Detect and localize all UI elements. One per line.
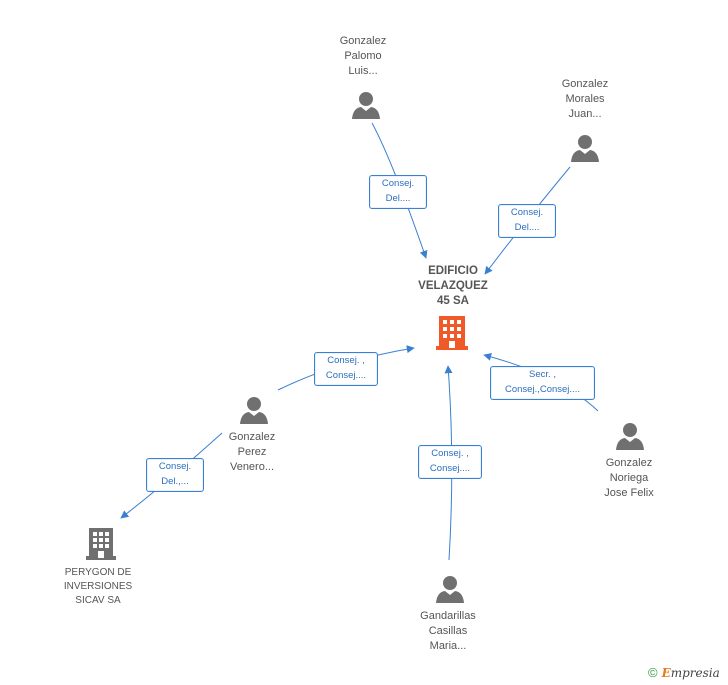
person-icon-p5[interactable] [435,574,465,604]
person-label-p1: Gonzalez Palomo Luis... [339,35,387,77]
edge-label-e4[interactable]: Secr. , Consej.,Consej.... [490,366,595,400]
edge-label-e2[interactable]: Consej. Del.... [498,204,556,238]
person-label-p2: Gonzalez Morales Juan... [561,78,609,120]
edge-label-e5[interactable]: Consej. , Consej.... [418,445,482,479]
person-icon-p4[interactable] [615,421,645,451]
center-company-label: EDIFICIO VELAZQUEZ 45 SA [418,265,488,307]
person-label-p4: Gonzalez Noriega Jose Felix [604,457,654,499]
brand-rest: mpresia [670,666,720,680]
person-label-p5: Gandarillas Casillas Maria... [420,610,476,652]
person-icon-p1[interactable] [351,90,381,120]
person-icon-p2[interactable] [570,133,600,163]
person-label-p3: Gonzalez Perez Venero... [228,431,276,473]
building-icon-center[interactable] [436,314,468,350]
edge-label-e6[interactable]: Consej. Del.,... [146,458,204,492]
edge-label-e1[interactable]: Consej. Del.... [369,175,427,209]
empresia-logo: ©Empresia [648,665,720,680]
copyright-symbol: © [648,665,658,680]
person-icon-p3[interactable] [239,395,269,425]
edge-label-e3[interactable]: Consej. , Consej.... [314,352,378,386]
company-label-c1: PERYGON DE INVERSIONES SICAV SA [63,567,133,606]
brand-e: E [661,666,671,680]
building-icon-c1[interactable] [86,526,116,560]
